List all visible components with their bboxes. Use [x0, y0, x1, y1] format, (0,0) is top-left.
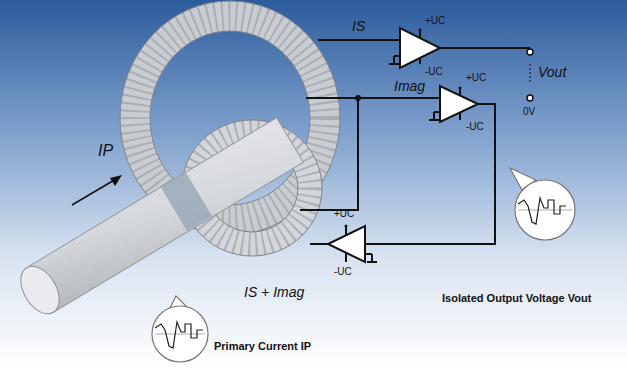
- op-amp-symbols-part: [328, 226, 365, 262]
- signal-label: Imag: [394, 78, 425, 94]
- wire-dots-part: [459, 87, 462, 90]
- wiring-part: [389, 63, 399, 65]
- caption-label: Isolated Output Voltage Vout: [442, 292, 591, 305]
- terminals-part: [527, 95, 533, 101]
- caption-label: Primary Current IP: [214, 340, 311, 353]
- waveforms-part: [518, 198, 566, 224]
- wiring-part: [371, 254, 373, 262]
- signal-label: IS + Imag: [244, 284, 304, 300]
- waveforms-part: [518, 210, 572, 211]
- primary-conductor-part: [160, 171, 212, 231]
- supply-label: -UC: [425, 66, 443, 78]
- wiring-part: [365, 253, 372, 255]
- supply-label: +UC: [466, 72, 486, 84]
- waveform-bubbles-part: [152, 306, 208, 362]
- output-label: Vout: [538, 64, 566, 80]
- wire-dots-part: [345, 225, 348, 228]
- primary-conductor-part: [110, 175, 122, 186]
- wiring-part: [530, 64, 531, 84]
- waveform-bubbles-part: [515, 180, 575, 240]
- supply-label: -UC: [334, 266, 352, 278]
- signal-label: IS: [352, 18, 365, 34]
- wire-dots-part: [355, 95, 361, 101]
- terminals: [527, 49, 533, 101]
- supply-label: +UC: [425, 15, 445, 27]
- primary-conductor-part: [27, 118, 304, 313]
- primary-conductor: [13, 118, 304, 321]
- waveforms-part: [155, 322, 203, 348]
- wiring-part: [459, 113, 461, 120]
- wiring: [300, 30, 530, 262]
- op-amp-symbols-part: [440, 86, 478, 122]
- wire-dots-part: [419, 29, 422, 32]
- wiring-part: [345, 253, 347, 262]
- supply-label: +UC: [334, 208, 354, 220]
- wiring-part: [367, 261, 377, 263]
- wiring-part: [300, 98, 358, 210]
- wiring-part: [429, 119, 439, 121]
- current-label: IP: [98, 142, 113, 160]
- wiring-part: [318, 39, 400, 41]
- op-amp-symbols: [328, 28, 478, 262]
- wiring-part: [440, 47, 530, 49]
- wiring-part: [433, 112, 435, 120]
- primary-conductor-part: [72, 179, 116, 205]
- supply-label: -UC: [466, 121, 484, 133]
- waveform-bubbles: [152, 168, 575, 362]
- waveforms: [155, 198, 572, 348]
- wiring-part: [365, 104, 495, 244]
- wiring-part: [393, 56, 395, 64]
- wiring-part: [306, 97, 440, 99]
- ground-label: 0V: [523, 106, 535, 118]
- op-amp-symbols-part: [400, 28, 440, 68]
- wiring-part: [310, 243, 328, 245]
- primary-conductor-part: [13, 259, 67, 320]
- terminals-part: [527, 49, 533, 55]
- wire-dots: [345, 29, 462, 228]
